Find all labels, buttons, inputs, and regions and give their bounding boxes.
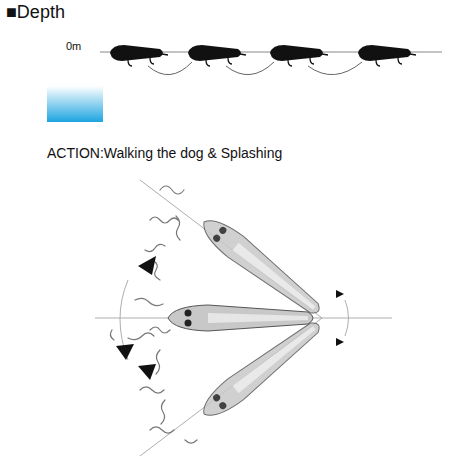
- section-heading: ■Depth: [6, 3, 65, 23]
- depth-value: 0m: [66, 40, 81, 52]
- action-panel: [95, 180, 392, 456]
- depth-panel: [47, 45, 442, 122]
- action-heading: ACTION:Walking the dog & Splashing: [47, 146, 282, 161]
